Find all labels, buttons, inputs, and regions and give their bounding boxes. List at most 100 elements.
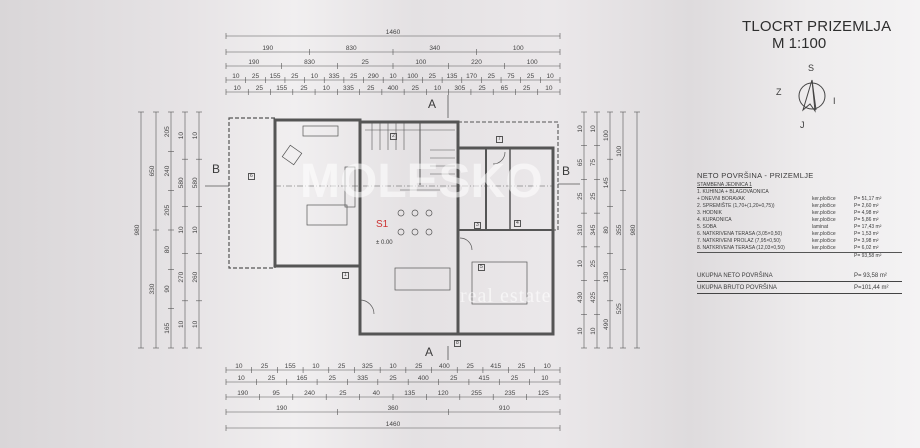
dimension-label: 490 <box>603 319 610 330</box>
legend-row: 8. NATKRIVENA TERASA (12,03×0,50) ker.plo… <box>697 245 902 252</box>
dimension-label: 400 <box>439 363 450 370</box>
dimension-label: 10 <box>590 327 597 335</box>
dimension-label: 830 <box>304 59 315 66</box>
dimension-label: 10 <box>544 363 552 370</box>
room-number-tag: 8 <box>454 340 461 347</box>
dimension-label: 190 <box>248 59 259 66</box>
dimension-label: 330 <box>149 283 156 294</box>
dimension-label: 25 <box>268 375 276 382</box>
dimension-label: 425 <box>590 292 597 303</box>
net-total-value: P= 93,58 m² <box>854 273 887 279</box>
drawing-title: TLOCRT PRIZEMLJA <box>742 18 892 35</box>
dimension-label: 25 <box>339 390 347 397</box>
dimension-label: 25 <box>415 363 423 370</box>
dimension-label: 65 <box>501 85 509 92</box>
dimension-label: 25 <box>590 260 597 268</box>
dimension-label: 10 <box>389 363 397 370</box>
room-number-tag: 7 <box>496 136 503 143</box>
net-total-label: UKUPNA NETO POVRŠINA <box>697 273 773 279</box>
net-total-row: UKUPNA NETO POVRŠINA P= 93,58 m² <box>697 272 902 282</box>
room-area: P= 4,98 m² <box>854 210 879 216</box>
dimension-label: 25 <box>527 73 535 80</box>
dimension-label: 10 <box>577 260 584 268</box>
dimension-label: 25 <box>450 375 458 382</box>
room-number-tag: 1 <box>342 272 349 279</box>
dimension-label: 25 <box>511 375 519 382</box>
dimension-label: 580 <box>192 177 199 188</box>
dimension-label: 345 <box>590 224 597 235</box>
dimension-label: 255 <box>471 390 482 397</box>
dimension-label: 205 <box>164 205 171 216</box>
gross-total-label: UKUPNA BRUTO POVRŠINA <box>697 285 777 291</box>
dimension-label: 580 <box>178 177 185 188</box>
dimension-label: 310 <box>577 224 584 235</box>
dimension-label: 25 <box>523 85 531 92</box>
dimension-label: 25 <box>478 85 486 92</box>
room-name: 1. KUHINJA + BLAGOVAONICA <box>697 189 769 195</box>
dimension-label: 10 <box>434 85 442 92</box>
dimension-label: 980 <box>630 224 637 235</box>
dimension-label: 205 <box>164 126 171 137</box>
dimension-label: 525 <box>616 303 623 314</box>
dimension-label: 830 <box>346 45 357 52</box>
dimension-label: 1460 <box>386 29 401 36</box>
dimension-label: 335 <box>329 73 340 80</box>
room-name: 2. SPREMIŠTE (1,70+(1,20+0,75)) <box>697 203 775 209</box>
room-number-tag: 2 <box>390 133 397 140</box>
room-area: P= 17,43 m² <box>854 224 882 230</box>
room-name: 8. NATKRIVENA TERASA (12,03×0,50) <box>697 245 785 251</box>
dimension-label: 25 <box>291 73 299 80</box>
dimension-label: 25 <box>300 85 308 92</box>
room-material: laminat <box>812 224 829 230</box>
dimension-label: 25 <box>466 363 474 370</box>
dimension-label: 25 <box>590 192 597 200</box>
dimension-label: 120 <box>438 390 449 397</box>
watermark-brand: MOLESKO <box>300 155 543 208</box>
room-material: ker.pločice <box>812 238 836 244</box>
room-name: 3. HODNIK <box>697 210 723 216</box>
dimension-label: 10 <box>545 85 553 92</box>
room-number-tag: 4 <box>514 220 521 227</box>
dimension-label: 10 <box>235 363 243 370</box>
bedroom-walls <box>456 146 555 336</box>
room-area: P= 5,86 m² <box>854 217 879 223</box>
compass-south: J <box>800 120 805 130</box>
dimension-label: 10 <box>234 85 242 92</box>
dimension-label: 190 <box>262 45 273 52</box>
legend-rows: 1. KUHINJA + BLAGOVAONICA+ DNEVNI BORAVA… <box>697 189 902 252</box>
legend-row: 7. NATKRIVENI PROLAZ (7,95×0,50)ker.ploč… <box>697 238 902 245</box>
dimension-label: 40 <box>373 390 381 397</box>
drawing-scale: M 1:100 <box>772 35 827 52</box>
dimension-label: 25 <box>256 85 264 92</box>
dimension-label: 980 <box>134 224 141 235</box>
dimension-label: 130 <box>603 271 610 282</box>
dimension-label: 100 <box>603 130 610 141</box>
room-material: ker.pločice <box>812 231 836 237</box>
dimension-label: 25 <box>412 85 420 92</box>
dimension-label: 10 <box>389 73 397 80</box>
room-number-tag: 5 <box>478 264 485 271</box>
room-name: 5. SOBA <box>697 224 717 230</box>
room-material: ker.pločice <box>812 245 836 251</box>
dimension-label: 415 <box>490 363 501 370</box>
room-name: 4. KUPAONICA <box>697 217 732 223</box>
dimension-label: 25 <box>329 375 337 382</box>
stairs <box>365 122 455 175</box>
dimension-label: 145 <box>603 177 610 188</box>
dimension-label: 10 <box>590 125 597 133</box>
dimension-label: 100 <box>407 73 418 80</box>
dimension-label: 10 <box>311 73 319 80</box>
space-label: S1 <box>376 219 389 230</box>
dimension-label: 155 <box>285 363 296 370</box>
dimension-label: 290 <box>368 73 379 80</box>
section-mark-a-top: A <box>428 97 437 111</box>
dimension-label: 400 <box>388 85 399 92</box>
room-area: P= 1,53 m² <box>854 231 879 237</box>
room-material: ker.pločice <box>812 217 836 223</box>
section-mark-b-left: B <box>212 162 221 176</box>
dimension-label: 10 <box>178 226 185 234</box>
dimension-label: 90 <box>164 285 171 293</box>
room-area: P= 6,02 m² <box>854 245 879 251</box>
